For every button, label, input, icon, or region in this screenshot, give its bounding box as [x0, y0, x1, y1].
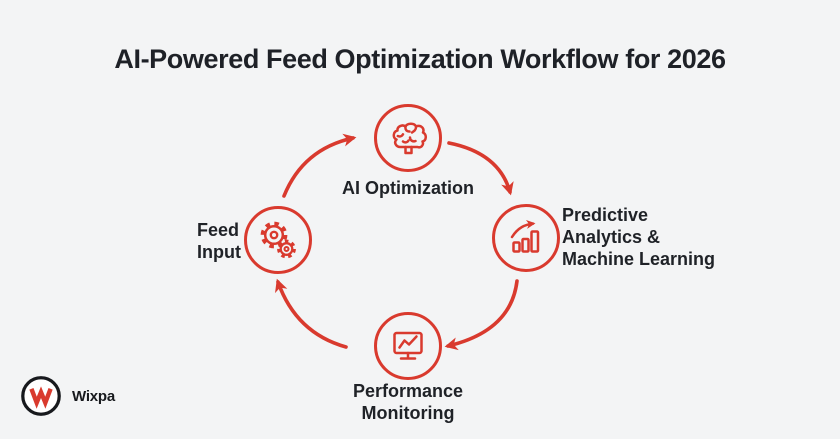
wixpa-w-icon	[21, 376, 61, 416]
page-title: AI-Powered Feed Optimization Workflow fo…	[114, 44, 726, 74]
node-predictive-analytics-ml	[492, 204, 560, 272]
arrow-performance-to-feed-input	[275, 278, 348, 349]
node-feed-input	[244, 206, 312, 274]
arrow-predictive-to-performance	[444, 279, 519, 351]
node-performance-monitoring	[374, 312, 442, 380]
brand-logo: Wixpa	[18, 373, 115, 419]
monitor-graph-icon	[393, 331, 423, 360]
gears-icon	[260, 221, 296, 259]
label-feed-input: Feed Input	[197, 220, 241, 262]
growth-chart-icon	[510, 219, 540, 253]
label-ai-optimization: AI Optimization	[342, 178, 474, 198]
brain-icon	[392, 122, 427, 155]
node-ai-optimization	[374, 104, 442, 172]
label-performance-monitoring: Performance Monitoring	[352, 381, 464, 423]
arrow-feed-input-to-ai-optimization	[282, 133, 357, 198]
brand-name: Wixpa	[72, 387, 116, 405]
arrow-ai-optimization-to-predictive	[447, 141, 514, 196]
label-predictive-analytics-ml: Predictive Analytics & Machine Learning	[562, 205, 716, 269]
